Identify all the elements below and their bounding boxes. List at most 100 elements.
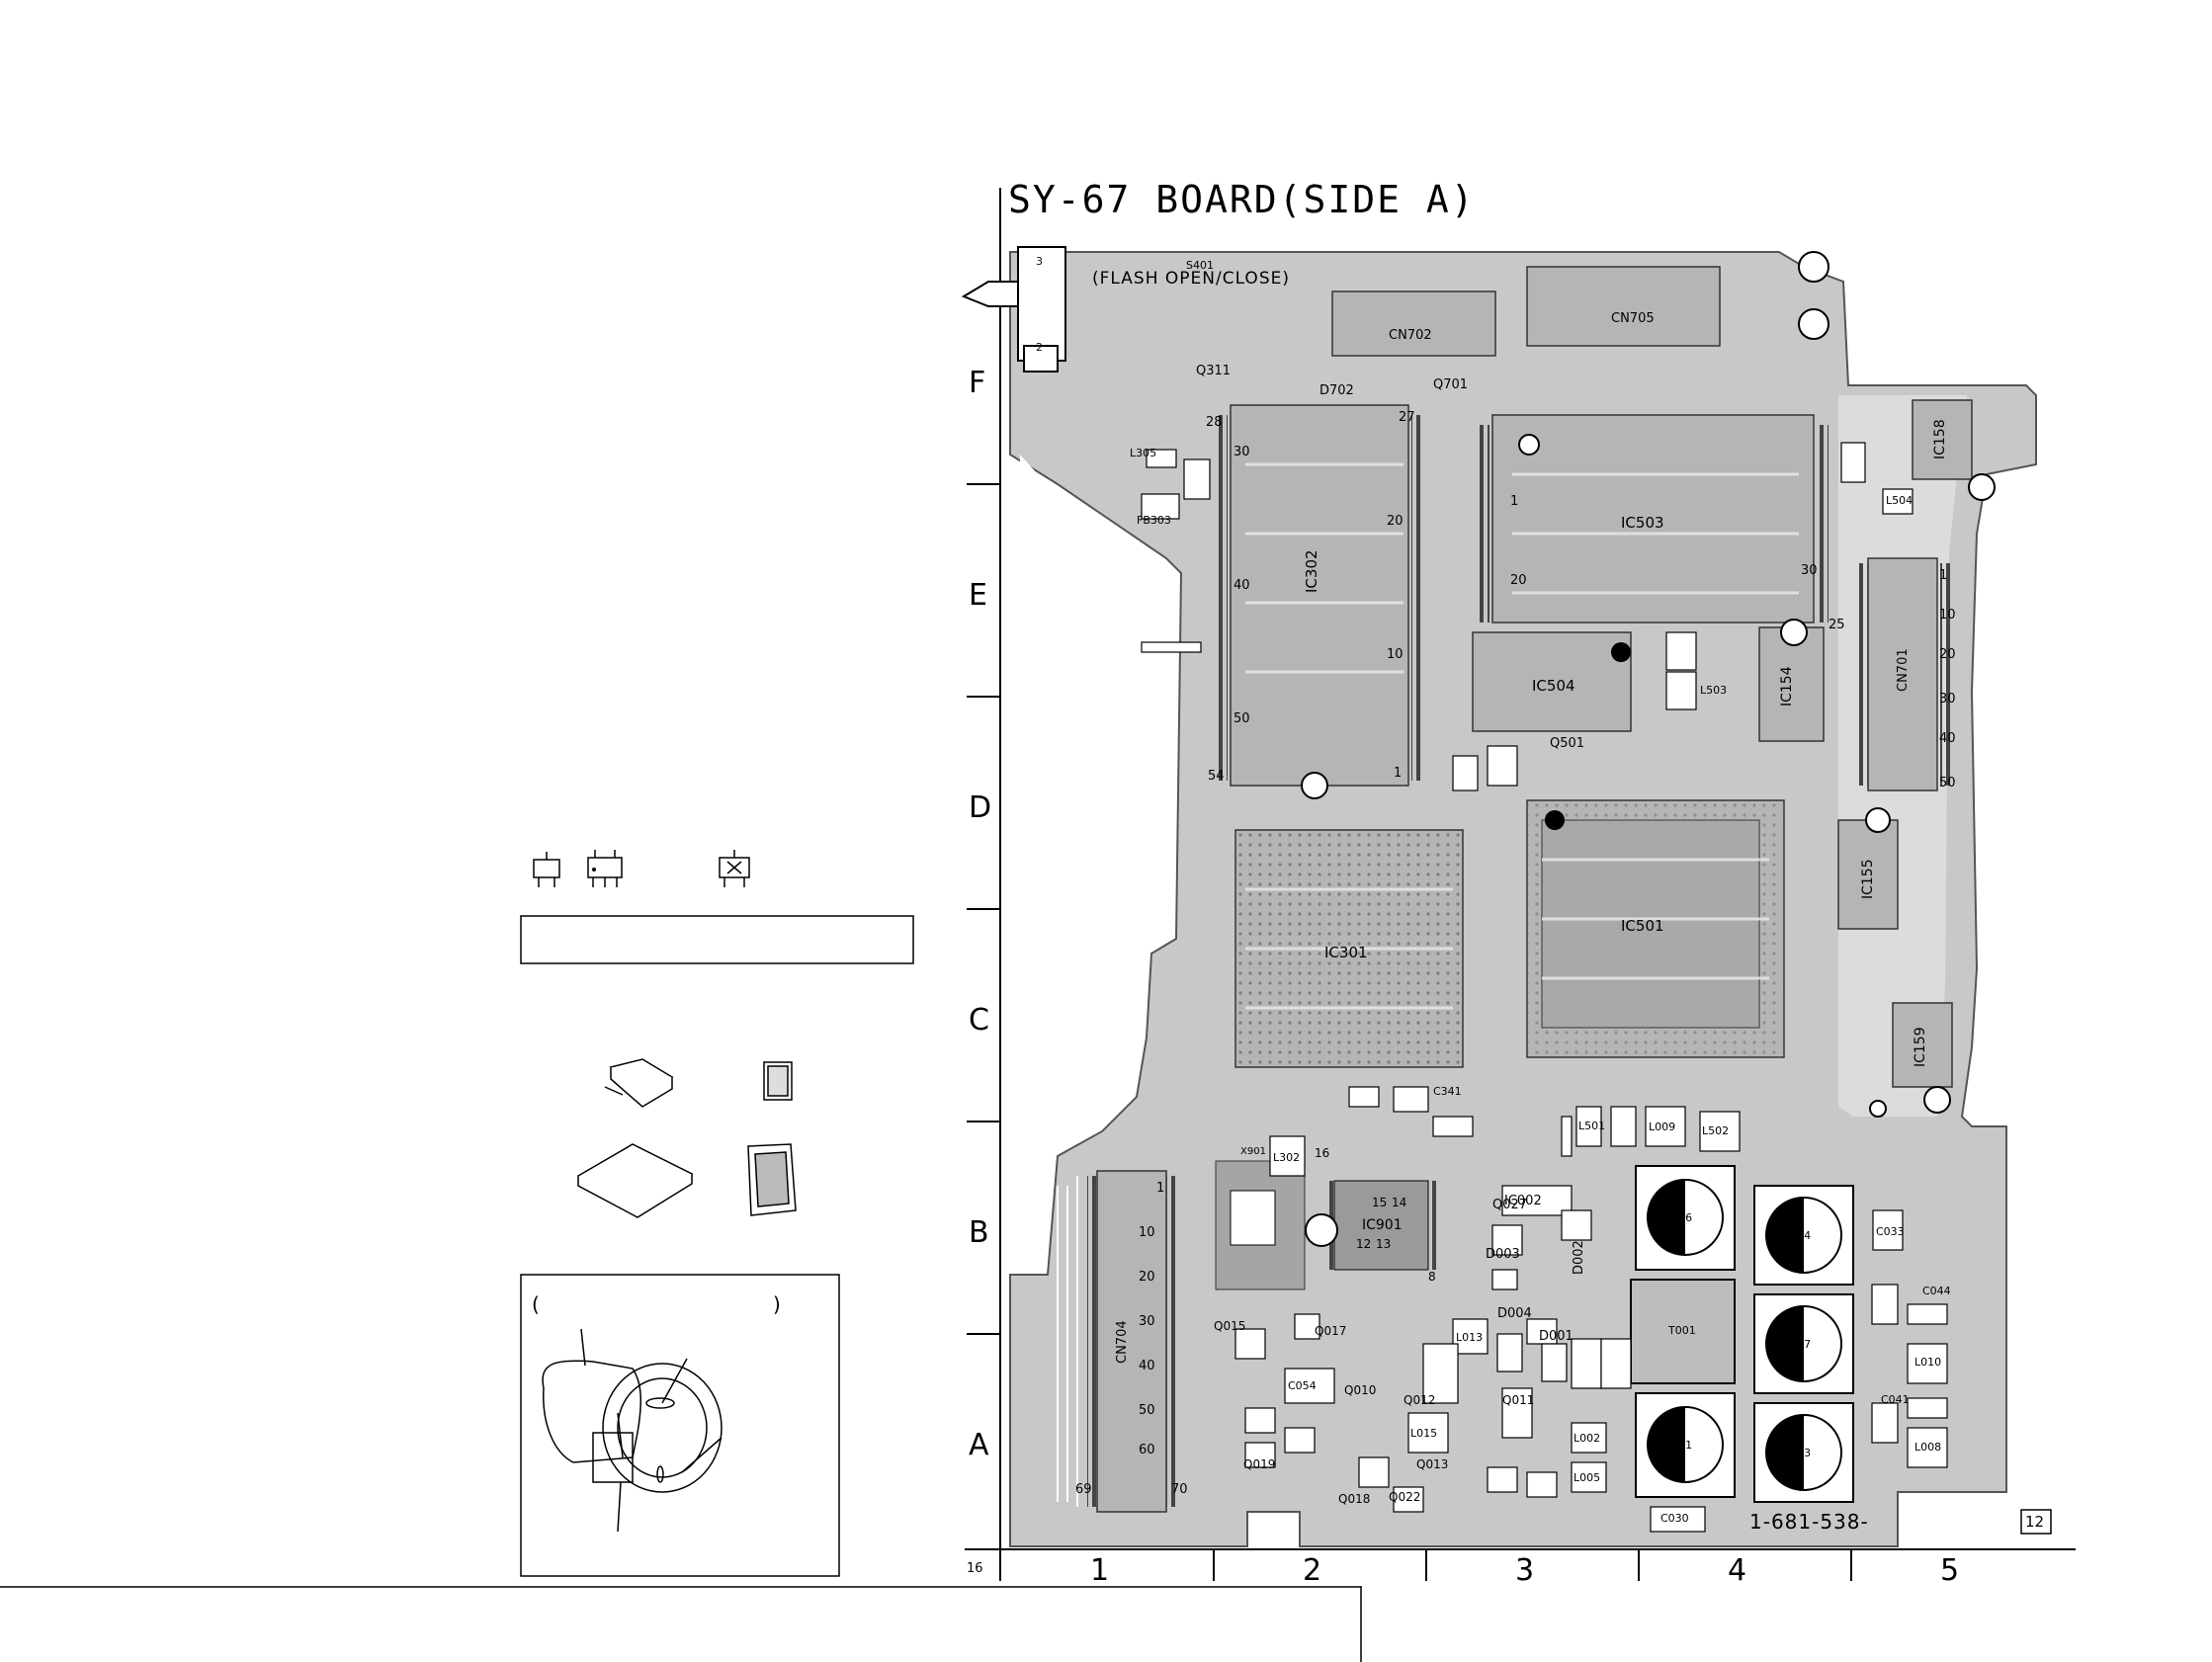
ic503-pin-20: 20 [1510,573,1527,588]
ic302-pin-28: 28 [1206,415,1223,430]
cn705-body [1526,266,1721,347]
label-c041: C041 [1881,1393,1910,1406]
lens-box [520,1274,840,1577]
cn704-pin-1: 1 [1156,1181,1165,1196]
lens-illustration [542,1328,723,1533]
label-d001: D001 [1539,1329,1574,1344]
ic302-pin-20: 20 [1387,514,1404,529]
label-ic002: IC002 [1504,1194,1542,1208]
switch-pin-2: 2 [1036,341,1043,354]
col-label-3: 3 [1515,1553,1535,1588]
ic158-body [1912,399,1973,480]
row-label-c: C [969,1003,989,1038]
label-ic501: IC501 [1621,917,1664,935]
ic503-pin-30: 30 [1801,563,1818,578]
cn702-body [1331,291,1496,357]
row-label-e: E [969,578,987,613]
ic302-pin-30: 30 [1234,445,1250,459]
label-q019: Q019 [1243,1457,1276,1471]
board-title: SY-67 BOARD(SIDE A) [1008,178,1476,221]
label-d702: D702 [1319,383,1354,398]
label-l302: L302 [1273,1151,1301,1164]
label-l504: L504 [1886,494,1914,507]
label-q017: Q017 [1315,1324,1347,1338]
col-label-2: 2 [1303,1553,1322,1588]
page-badge: 12 [2025,1513,2045,1531]
package-symbols [576,1058,797,1218]
cn704-pin-20: 20 [1139,1270,1155,1285]
label-l013: L013 [1456,1331,1484,1344]
ic159-body [1892,1002,1953,1088]
label-ic155: IC155 [1860,859,1876,899]
label-fb303: FB303 [1137,514,1171,527]
label-l006: L006 [1665,1211,1693,1224]
label-l502: L502 [1702,1124,1730,1137]
label-d002: D002 [1572,1240,1586,1275]
legend-caption-box [520,915,914,964]
ic302-pin-1: 1 [1394,766,1403,781]
label-x901: X901 [1240,1146,1266,1157]
label-ic159: IC159 [1913,1027,1928,1067]
label-ic154: IC154 [1779,666,1795,706]
label-ic158: IC158 [1932,419,1948,459]
bottom-separator [0,1586,1362,1662]
label-l015: L015 [1410,1427,1438,1440]
label-cn701: CN701 [1896,648,1911,692]
label-l002: L002 [1574,1432,1601,1445]
chip-symbols [533,850,750,887]
ic901-body [1333,1180,1429,1271]
board-part-number: 1-681-538- [1749,1510,1869,1534]
lens-box-paren-left: ( [532,1292,540,1316]
row-label-f: F [969,366,986,400]
ic154-body [1758,626,1825,742]
ic302-pin-10: 10 [1387,647,1404,662]
label-cn705: CN705 [1611,311,1655,326]
label-c341: C341 [1433,1085,1462,1098]
legend-drawing [520,850,914,1577]
cn704-pin-10: 10 [1139,1225,1155,1240]
ic155-body [1837,819,1899,930]
label-q022: Q022 [1389,1490,1421,1504]
grid-frame [965,188,2076,1581]
label-l009: L009 [1649,1121,1676,1133]
label-cn702: CN702 [1389,328,1432,343]
label-q013: Q013 [1416,1457,1449,1471]
label-q010: Q010 [1344,1383,1377,1397]
cn701-body [1867,557,1938,791]
cn704-pin-40: 40 [1139,1359,1155,1373]
cn701-pin-1: 1 [1939,568,1948,583]
cn701-pin-30: 30 [1939,692,1956,706]
ic503-pin-25: 25 [1829,618,1845,632]
row-label-d: D [969,790,992,825]
small-parts [1141,442,1948,1533]
label-l503: L503 [1700,684,1728,697]
label-l501: L501 [1578,1120,1606,1132]
label-q701: Q701 [1433,377,1469,392]
label-l003: L003 [1784,1447,1812,1459]
ic901-pin-14: 14 [1392,1196,1407,1209]
label-q311: Q311 [1196,364,1232,378]
ic302-pin-54: 54 [1208,769,1225,784]
row-label-a: A [969,1428,989,1462]
col-label-4: 4 [1728,1553,1747,1588]
label-c044: C044 [1922,1285,1951,1297]
label-q027: Q027 [1492,1198,1528,1212]
ic302-body [1230,404,1409,787]
label-ic504: IC504 [1532,677,1575,695]
switch-caption: (FLASH OPEN/CLOSE) [1092,269,1290,289]
cn704-pin-30: 30 [1139,1314,1155,1329]
ic504-body [1472,631,1632,732]
ic503-body [1491,414,1815,623]
label-ic901: IC901 [1362,1217,1403,1233]
mounting-holes [1301,251,1996,1247]
col-label-5: 5 [1940,1553,1960,1588]
ic302-pin-40: 40 [1234,578,1250,593]
cn701-pin-10: 10 [1939,608,1956,623]
label-q012: Q012 [1404,1393,1436,1407]
label-t001: T001 [1668,1324,1696,1337]
label-l010: L010 [1914,1356,1942,1369]
ic901-pin-8: 8 [1428,1270,1436,1284]
label-q015: Q015 [1214,1319,1246,1333]
cn701-pin-40: 40 [1939,731,1956,746]
